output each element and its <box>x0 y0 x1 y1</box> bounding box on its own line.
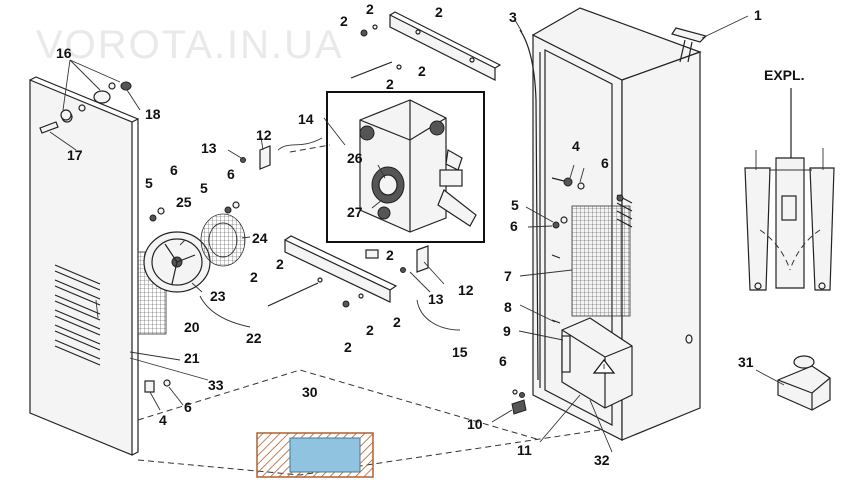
callout-6: 6 <box>170 162 178 178</box>
callout-2: 2 <box>366 1 374 17</box>
cabinet-screws <box>551 177 624 229</box>
callout-20: 20 <box>184 319 200 335</box>
callout-4: 4 <box>572 138 580 154</box>
door-panel <box>29 76 139 456</box>
limit-switch-brackets <box>240 145 429 273</box>
callout-26: 26 <box>347 150 363 166</box>
callout-2: 2 <box>386 247 394 263</box>
callout-6: 6 <box>601 155 609 171</box>
leader-lines <box>49 15 785 453</box>
callout-32: 32 <box>594 452 610 468</box>
release-handle <box>671 27 708 63</box>
exploded-detail-view: EXPL. <box>744 67 835 291</box>
callout-3: 3 <box>509 9 517 25</box>
callout-12: 12 <box>458 282 474 298</box>
cable-3 <box>519 29 539 381</box>
callout-21: 21 <box>184 350 200 366</box>
callout-13: 13 <box>201 140 217 156</box>
callout-33: 33 <box>208 377 224 393</box>
callout-10: 10 <box>467 416 483 432</box>
callout-labels: 1 2 2 2 2 2 2 2 2 2 2 2 3 4 4 5 5 5 6 6 … <box>56 1 762 468</box>
callout-5: 5 <box>511 197 519 213</box>
callout-4: 4 <box>159 412 167 428</box>
fan-screws <box>149 201 240 222</box>
callout-13: 13 <box>428 291 444 307</box>
callout-17: 17 <box>67 147 83 163</box>
key-part <box>39 121 59 134</box>
cable-15 <box>416 299 461 331</box>
cable-13 <box>277 137 323 151</box>
callout-8: 8 <box>504 299 512 315</box>
release-key-part <box>777 355 831 411</box>
cable-22 <box>199 295 251 328</box>
callout-1: 1 <box>754 7 762 23</box>
callout-18: 18 <box>145 106 161 122</box>
callout-27: 27 <box>347 204 363 220</box>
callout-6: 6 <box>499 353 507 369</box>
callout-7: 7 <box>504 268 512 284</box>
callout-15: 15 <box>452 344 468 360</box>
callout-12: 12 <box>256 127 272 143</box>
motor-gearbox-frame <box>326 91 485 243</box>
callout-5: 5 <box>145 175 153 191</box>
lock-parts <box>39 59 132 134</box>
callout-30: 30 <box>302 384 318 400</box>
door-vent-slots <box>54 264 101 366</box>
callout-6: 6 <box>510 218 518 234</box>
callout-6: 6 <box>184 399 192 415</box>
door-latch-part <box>511 389 527 415</box>
callout-11: 11 <box>517 442 532 458</box>
callout-2: 2 <box>250 269 258 285</box>
explode-view-label: EXPL. <box>764 67 804 83</box>
cooling-fan-assembly <box>137 213 246 335</box>
middle-rail-bracket <box>267 235 398 308</box>
callout-2: 2 <box>386 76 394 92</box>
callout-9: 9 <box>503 323 511 339</box>
callout-2: 2 <box>393 314 401 330</box>
callout-2: 2 <box>435 4 443 20</box>
callout-2: 2 <box>276 256 284 272</box>
top-rail-bracket <box>350 11 502 81</box>
callout-2: 2 <box>366 322 374 338</box>
callout-2: 2 <box>344 339 352 355</box>
callout-31: 31 <box>738 354 754 370</box>
door-hinge-parts <box>144 379 171 393</box>
callout-2: 2 <box>340 13 348 29</box>
callout-25: 25 <box>176 194 192 210</box>
callout-14: 14 <box>298 111 314 127</box>
instruction-label-card <box>256 432 374 478</box>
callout-22: 22 <box>246 330 262 346</box>
callout-24: 24 <box>252 230 268 246</box>
watermark: VOROTA.IN.UA <box>36 23 344 67</box>
callout-6: 6 <box>227 166 235 182</box>
callout-2: 2 <box>418 63 426 79</box>
callout-5: 5 <box>200 180 208 196</box>
callout-23: 23 <box>210 288 226 304</box>
control-box <box>561 317 633 409</box>
callout-16: 16 <box>56 45 72 61</box>
